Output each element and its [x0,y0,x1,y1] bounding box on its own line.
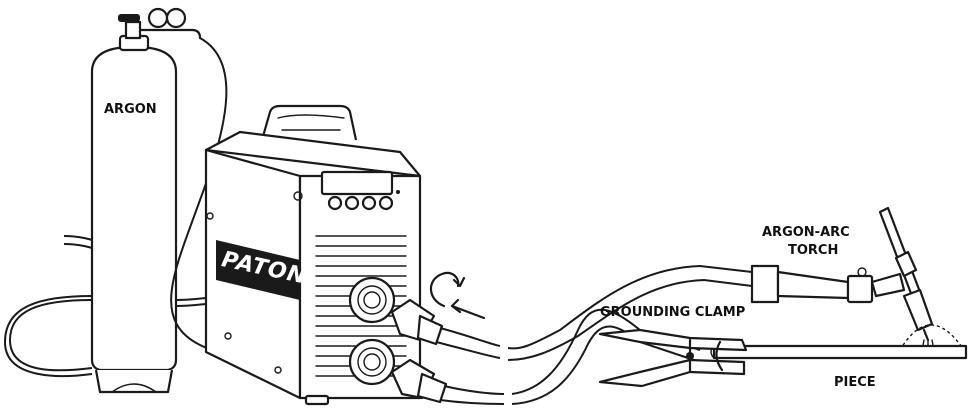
knob-1 [329,197,341,209]
output-socket-positive [350,278,394,322]
rotate-arrow [431,273,458,306]
insert-arrow [452,306,484,318]
knob-3 [363,197,375,209]
grounding-clamp-label: GROUNDING CLAMP [600,305,745,320]
work-piece [711,346,966,358]
knob-2 [346,197,358,209]
torch-label-line1: ARGON-ARC [762,225,850,240]
torch-label-line2: TORCH [788,243,838,258]
power-cord [10,300,92,370]
output-socket-negative [350,340,394,384]
piece-label: PIECE [834,375,876,390]
knob-4 [380,197,392,209]
argon-label: ARGON [104,102,157,117]
